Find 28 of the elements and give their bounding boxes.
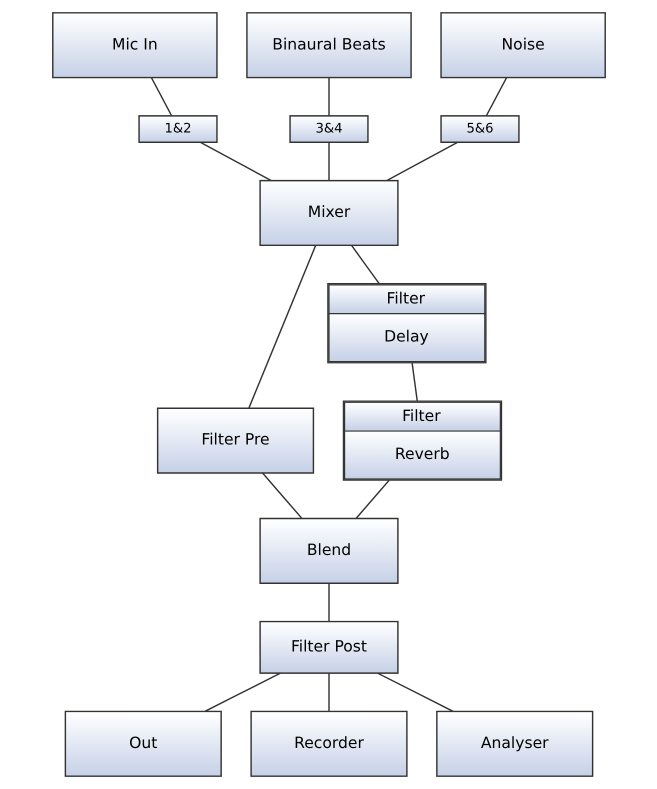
node-box: Blend <box>258 518 398 584</box>
connector <box>410 362 418 401</box>
node-box: Mixer <box>258 180 398 246</box>
connector <box>328 78 330 116</box>
connector <box>485 77 507 116</box>
node-box: 1&2 <box>138 115 218 143</box>
node-box: Filter Pre <box>156 408 314 474</box>
connector <box>328 673 330 712</box>
node-box: Out <box>64 710 222 777</box>
connector <box>150 77 172 116</box>
connector <box>355 480 390 519</box>
node-box: Recorder <box>250 710 408 777</box>
node-box: 5&6 <box>440 115 520 143</box>
connector <box>386 142 458 182</box>
connector <box>350 244 380 284</box>
node-box: Analyser <box>436 710 593 777</box>
connector <box>199 142 271 182</box>
connector <box>328 583 330 622</box>
connector <box>262 472 302 519</box>
node-box: 3&4 <box>288 115 368 143</box>
node-box: Noise <box>440 12 606 78</box>
connector <box>328 142 330 180</box>
node-box: Mic In <box>52 12 218 78</box>
node-box: Binaural Beats <box>246 12 412 78</box>
connector <box>248 245 316 408</box>
connector <box>204 672 280 712</box>
node-box: Filter Post <box>258 620 398 674</box>
connector <box>376 672 453 712</box>
